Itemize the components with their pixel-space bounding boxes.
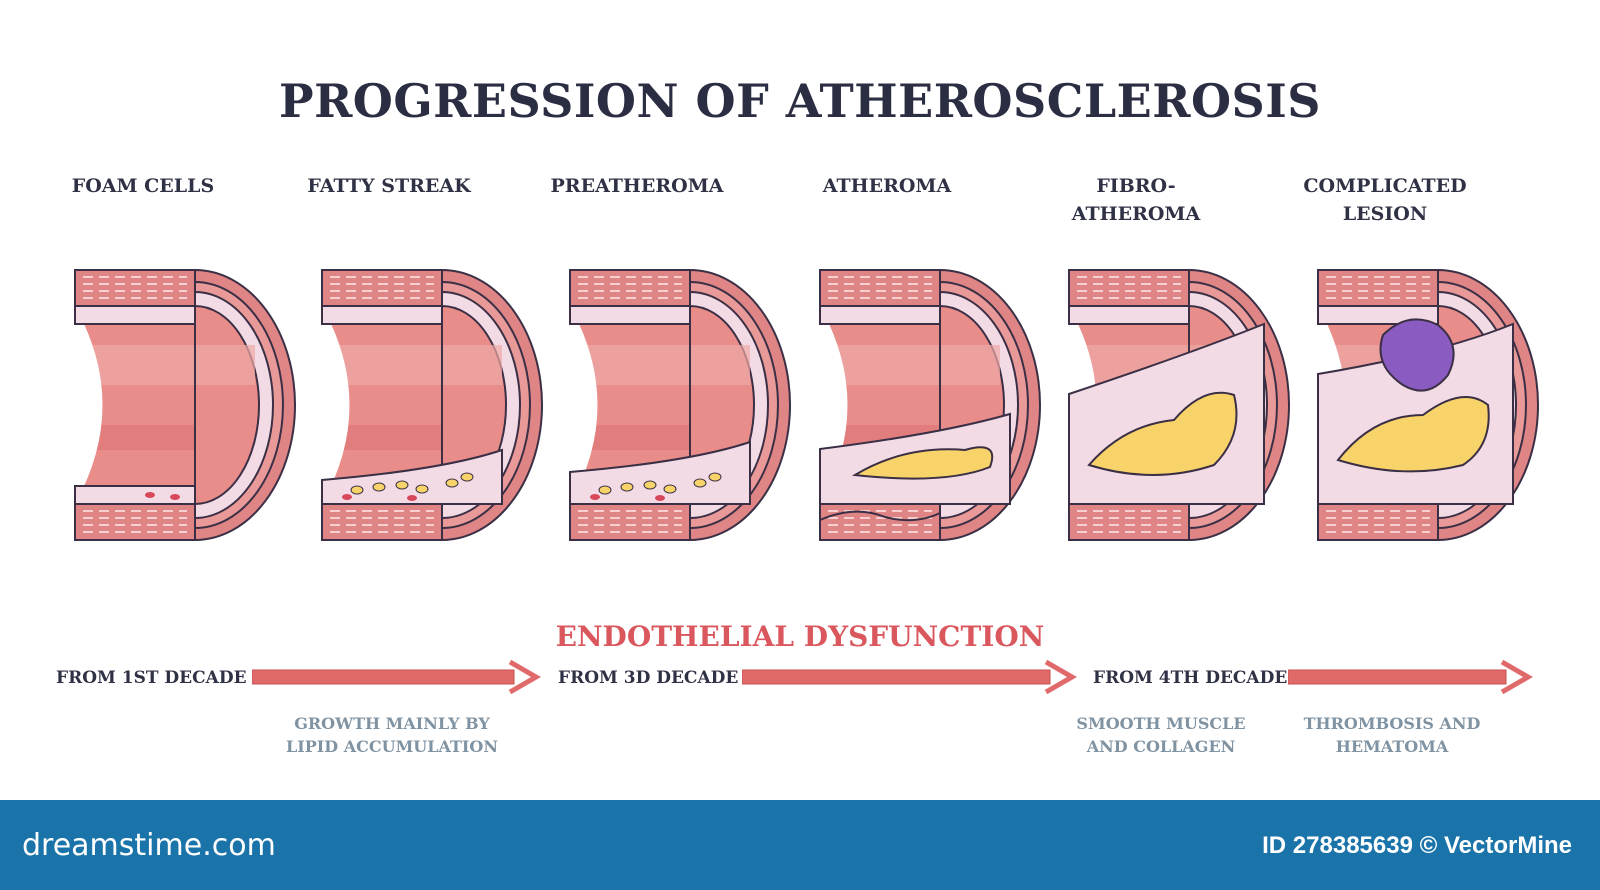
lumen-opening bbox=[317, 306, 350, 504]
stage-label-line-2: FATTY STREAK bbox=[307, 175, 471, 197]
foam-cell bbox=[145, 492, 155, 498]
stage-label-line-2: LESION bbox=[1342, 203, 1428, 225]
note-line-2: AND COLLAGEN bbox=[1086, 737, 1236, 756]
stage-label-preatheroma: PREATHEROMA bbox=[522, 172, 752, 200]
lipid-core bbox=[1336, 396, 1490, 473]
note-lipid-accumulation: GROWTH MAINLY BY LIPID ACCUMULATION bbox=[277, 712, 507, 758]
lipid-droplet bbox=[395, 480, 409, 490]
lipid-droplet bbox=[598, 485, 612, 495]
note-smooth-muscle: SMOOTH MUSCLE AND COLLAGEN bbox=[1046, 712, 1276, 758]
lumen-highlight bbox=[442, 345, 502, 385]
top-intima-layer bbox=[321, 305, 443, 325]
vessel-group bbox=[317, 268, 543, 542]
vessel-preatheroma bbox=[565, 268, 791, 542]
lipid-core bbox=[851, 446, 994, 480]
stage-label-line-2: ATHEROMA bbox=[822, 175, 952, 197]
lipid-droplet bbox=[708, 472, 722, 482]
bottom-muscle-layer bbox=[1068, 503, 1190, 541]
endothelial-dysfunction-heading: ENDOTHELIAL DYSFUNCTION bbox=[555, 620, 1045, 653]
lipid-droplet bbox=[445, 478, 459, 488]
vessel-group bbox=[70, 268, 296, 542]
top-muscle-layer bbox=[569, 269, 691, 307]
vessel-fatty-streak bbox=[317, 268, 543, 542]
image-credit: ID 278385639 © VectorMine bbox=[1262, 832, 1572, 859]
stage-label-line-2: PREATHEROMA bbox=[550, 175, 724, 197]
stage-label-line-1: COMPLICATED bbox=[1303, 175, 1467, 197]
lipid-droplet bbox=[693, 478, 707, 488]
vessel-atheroma bbox=[815, 268, 1041, 542]
bottom-muscle-layer bbox=[321, 503, 443, 541]
vessel-fibro-atheroma bbox=[1064, 268, 1290, 542]
note-line-1: GROWTH MAINLY BY bbox=[294, 714, 490, 733]
top-muscle-layer bbox=[1317, 269, 1439, 307]
top-intima-layer bbox=[819, 305, 941, 325]
top-muscle-layer bbox=[74, 269, 196, 307]
thrombus bbox=[1379, 318, 1455, 392]
bottom-muscle-layer bbox=[819, 503, 941, 541]
vessel-group bbox=[1064, 268, 1290, 542]
page-title: PROGRESSION OF ATHEROSCLEROSIS bbox=[278, 74, 1321, 128]
lumen-highlight bbox=[195, 345, 255, 385]
lipid-droplet bbox=[643, 480, 657, 490]
top-intima-layer bbox=[569, 305, 691, 325]
stage-label-line-2: FOAM CELLS bbox=[71, 175, 215, 197]
lumen-opening bbox=[70, 306, 103, 504]
stage-label-line-1: FIBRO- bbox=[1096, 175, 1176, 197]
bottom-muscle-layer bbox=[569, 503, 691, 541]
note-line-2: LIPID ACCUMULATION bbox=[286, 737, 498, 756]
foam-cell bbox=[170, 494, 180, 500]
footer-bar: dreamstime.com ID 278385639 © VectorMine bbox=[0, 800, 1600, 890]
lumen-highlight bbox=[690, 345, 750, 385]
top-muscle-layer bbox=[1068, 269, 1190, 307]
decade-label-1: FROM 1ST DECADE bbox=[56, 668, 247, 688]
vessel-group bbox=[1313, 268, 1539, 542]
stage-label-fibro-atheroma: FIBRO- ATHEROMA bbox=[1021, 172, 1251, 228]
lumen-highlight bbox=[940, 345, 1000, 385]
note-line-2: HEMATOMA bbox=[1335, 737, 1449, 756]
note-line-1: THROMBOSIS AND bbox=[1303, 714, 1481, 733]
note-line-1: SMOOTH MUSCLE bbox=[1076, 714, 1246, 733]
dreamstime-logo[interactable]: dreamstime.com bbox=[22, 828, 276, 863]
plaque-streak bbox=[569, 440, 751, 505]
right-arrow-icon bbox=[742, 660, 1077, 694]
vessel-foam-cells bbox=[70, 268, 296, 542]
right-arrow-icon bbox=[1288, 660, 1533, 694]
top-intima-layer bbox=[74, 305, 196, 325]
wavy-media bbox=[819, 510, 941, 522]
foam-cell bbox=[342, 494, 352, 500]
plaque-streak bbox=[321, 448, 503, 505]
foam-cell bbox=[655, 495, 665, 501]
decade-label-2: FROM 3D DECADE bbox=[558, 668, 739, 688]
foam-cell bbox=[590, 494, 600, 500]
stage-label-foam-cells: FOAM CELLS bbox=[28, 172, 258, 200]
stage-label-atheroma: ATHEROMA bbox=[772, 172, 1002, 200]
right-arrow-icon bbox=[252, 660, 542, 694]
decade-label-3: FROM 4TH DECADE bbox=[1093, 668, 1288, 688]
vessel-group bbox=[565, 268, 791, 542]
top-muscle-layer bbox=[819, 269, 941, 307]
stage-label-fatty-streak: FATTY STREAK bbox=[274, 172, 504, 200]
lipid-droplet bbox=[620, 482, 634, 492]
lipid-droplet bbox=[350, 485, 364, 495]
note-thrombosis: THROMBOSIS AND HEMATOMA bbox=[1277, 712, 1507, 758]
top-muscle-layer bbox=[321, 269, 443, 307]
top-intima-layer bbox=[1068, 305, 1190, 325]
vessel-group bbox=[815, 268, 1041, 542]
lipid-droplet bbox=[372, 482, 386, 492]
vessel-complicated-lesion bbox=[1313, 268, 1539, 542]
lipid-core bbox=[1087, 391, 1238, 476]
lipid-droplet bbox=[415, 484, 429, 494]
lumen-opening bbox=[565, 306, 598, 504]
lipid-droplet bbox=[460, 472, 474, 482]
bottom-muscle-layer bbox=[1317, 503, 1439, 541]
bottom-muscle-layer bbox=[74, 503, 196, 541]
foam-cell bbox=[407, 495, 417, 501]
stage-label-complicated-lesion: COMPLICATED LESION bbox=[1270, 172, 1500, 228]
lipid-droplet bbox=[663, 484, 677, 494]
stage-label-line-2: ATHEROMA bbox=[1071, 203, 1201, 225]
